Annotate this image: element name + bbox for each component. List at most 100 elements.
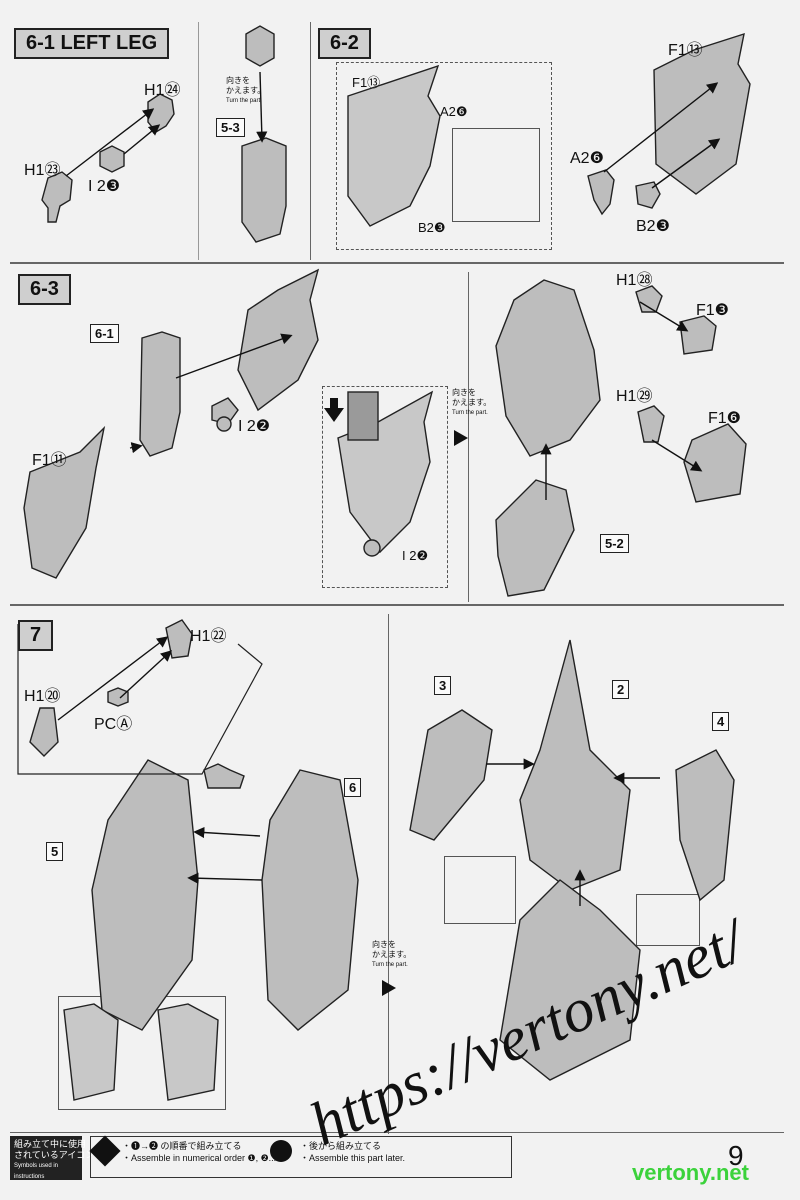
turn-arrow-6-3 [454,430,468,446]
divider-vertical-top-a [310,22,311,260]
arrow-6-1-b [123,124,161,155]
footer-legend-frame [90,1136,512,1178]
part-2-body [519,639,631,891]
arrow-6-1-a [65,108,155,177]
label-f1-13-b: F1⑬ [668,42,703,59]
footer-order-text: ・❶→❷ の順番で組み立てる ・Assemble in numerical or… [122,1141,277,1163]
watermark-corner: vertony.net [632,1160,749,1185]
ref-box-2: 2 [612,680,630,699]
part-detail-left [63,1003,119,1101]
part-b2-3 [635,181,661,209]
part-f1-6 [683,423,747,503]
label-h1-20: H1⑳ [24,688,61,705]
callout-outline-7 [17,624,263,775]
divider-footer [10,1132,784,1133]
zoom-box-6-2 [452,128,540,222]
part-h1-20 [29,707,59,757]
ref-box-6: 6 [344,778,362,797]
part-leg-upper [245,25,275,67]
arrow-6-3-a [129,442,143,454]
turn-note-6-3: 向きを かえます。 Turn the part. [452,388,492,416]
label-f1-13-a: F1⑬ [352,75,381,90]
arrow-6-1-c [256,71,268,143]
label-h1-22: H1㉒ [190,628,227,645]
label-i2-3: I 2❸ [88,178,121,195]
label-b2-3-a: B2❸ [418,220,446,235]
part-pc-a [107,687,129,707]
part-6-1-leg [139,331,181,457]
label-a2-6-a: A2❻ [440,104,468,119]
label-f1-3: F1❸ [696,302,730,319]
detail-box-6-2 [336,62,552,250]
label-h1-28: H1㉘ [616,272,653,289]
part-f1-13-right [653,32,751,195]
step-header-6-2: 6-2 [318,28,371,59]
part-i2-2-detail [363,539,381,557]
arrow-7-b [119,650,173,699]
part-h1-29 [637,405,665,443]
ref-box-5-3: 5-3 [216,118,245,137]
divider-horizontal-1 [10,262,784,264]
divider-vertical-bottom [388,614,389,1134]
label-f1-6: F1❻ [708,410,742,427]
part-h1-24 [147,93,175,133]
part-f1-3 [679,315,717,355]
part-leg-frame-right [495,279,601,457]
part-hip-joint [203,763,245,789]
ref-box-5: 5 [46,842,64,861]
part-i2-3 [99,145,125,173]
ref-box-3: 3 [434,676,452,695]
step-header-6-3: 6-3 [18,274,71,305]
label-a2-6-b: A2❻ [570,150,604,167]
detail-box-6-3 [322,386,448,588]
part-i2-2-ball [216,416,232,432]
arrow-6-2-b [651,138,721,189]
arrow-6-2-a [603,82,719,173]
detail-box-7-small-right [636,894,700,946]
assemble-later-icon [270,1140,292,1162]
divider-vertical-top-b [198,22,199,260]
part-f1-11 [23,425,106,579]
footer-later-text: ・後から組み立てる ・Assemble this part later. [300,1141,406,1163]
step-header-6-1: 6-1 LEFT LEG [14,28,170,59]
part-a2-6 [587,169,615,216]
ref-box-5-2: 5-2 [600,534,629,553]
step-header-7: 7 [18,620,54,651]
divider-horizontal-2 [10,604,784,606]
ref-box-4: 4 [712,712,730,731]
divider-vertical-mid [468,272,469,602]
part-leg-assembled [241,137,287,243]
arrow-7-a [57,636,169,721]
arrow-6-3-b [175,333,293,379]
part-leg-5 [91,759,199,1031]
ref-box-6-1: 6-1 [90,324,119,343]
part-completed-body [499,879,641,1081]
label-h1-23: H1㉓ [24,162,61,179]
arrow-7-c [193,826,261,839]
part-3-leg [409,709,493,841]
part-detail-right [157,1003,219,1101]
arrow-6-3-e [639,301,689,332]
label-i2-2-a: I 2❷ [238,418,271,435]
label-pc-a: PCⒶ [94,716,133,733]
part-inner-upper-detail [347,391,379,441]
detail-box-7-small-left [444,856,516,924]
label-b2-3-b: B2❸ [636,218,670,235]
footer-symbols-label: 組み立て中に使用 されているアイコン Symbols used in instr… [10,1136,94,1180]
label-f1-11: F1⑪ [32,452,67,469]
page-number: 9 [728,1140,744,1171]
label-h1-29: H1㉙ [616,388,653,405]
part-4-leg [675,749,735,902]
turn-note-7: 向きを かえます。 Turn the part. [372,940,412,968]
part-leg-6 [261,769,359,1031]
arrow-6-3-d [651,439,703,472]
arrow-7-d [187,872,263,884]
label-h1-24: H1㉔ [144,82,181,99]
part-h1-28 [635,285,663,313]
part-f1-13-inner [347,64,441,227]
turn-note-6-1: 向きを かえます。 Turn the part. [226,76,266,104]
part-i2-2 [211,397,239,425]
turn-arrow-7 [382,980,396,996]
part-5-2-knee [495,479,575,597]
